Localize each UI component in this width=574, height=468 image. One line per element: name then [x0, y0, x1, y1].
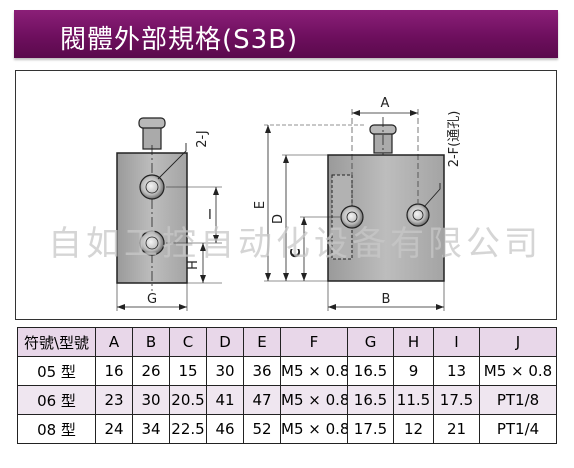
table-cell: M5 × 0.8 — [280, 385, 348, 415]
table-cell: 26 — [132, 356, 170, 386]
table-cell: 17.5 — [433, 385, 480, 415]
table-cell: 11.5 — [393, 385, 434, 415]
header-cell: 符號\型號 — [17, 327, 96, 357]
header-cell: E — [243, 327, 281, 357]
table-cell: 16.5 — [347, 385, 394, 415]
table-cell: 16.5 — [347, 356, 394, 386]
header-cell: F — [280, 327, 348, 357]
header-cell: A — [95, 327, 133, 357]
table-cell: 21 — [433, 414, 480, 444]
table-cell: 30 — [132, 385, 170, 415]
header-cell: C — [169, 327, 207, 357]
table-row: 06 型 23 30 20.5 41 47 M5 × 0.8 16.5 11.5… — [17, 385, 557, 415]
table-cell: 9 — [393, 356, 434, 386]
table-cell: 30 — [206, 356, 244, 386]
table-cell: M5 × 0.8 — [280, 414, 348, 444]
table-cell: 13 — [433, 356, 480, 386]
spec-table: 符號\型號 A B C D E F G H I J 05 型 16 26 15 … — [17, 327, 557, 444]
table-cell: 17.5 — [347, 414, 394, 444]
label-e: E — [253, 201, 268, 209]
label-d: D — [271, 214, 286, 224]
table-cell: 20.5 — [169, 385, 207, 415]
right-port-center — [340, 205, 364, 229]
table-cell: 06 型 — [17, 385, 96, 415]
table-cell: 46 — [206, 414, 244, 444]
table-cell: 05 型 — [17, 356, 96, 386]
table-cell: 15 — [169, 356, 207, 386]
label-2f: 2-F(通孔) — [447, 111, 462, 168]
label-g: G — [147, 292, 157, 307]
right-view: A 2-F(通孔) E D C — [253, 96, 462, 311]
label-b: B — [382, 292, 391, 307]
table-cell: 36 — [243, 356, 281, 386]
label-h: H — [186, 260, 201, 270]
table-cell: PT1/8 — [479, 385, 557, 415]
left-view: 2-J I H G — [116, 117, 222, 311]
technical-drawing-frame: 2-J I H G — [15, 70, 557, 320]
left-port-lower — [139, 230, 165, 256]
header-cell: H — [393, 327, 434, 357]
table-cell: 47 — [243, 385, 281, 415]
table-cell: 41 — [206, 385, 244, 415]
table-cell: PT1/4 — [479, 414, 557, 444]
table-cell: 34 — [132, 414, 170, 444]
table-cell: 24 — [95, 414, 133, 444]
table-cell: 08 型 — [17, 414, 96, 444]
table-row: 05 型 16 26 15 30 36 M5 × 0.8 16.5 9 13 M… — [17, 356, 557, 386]
header-cell: G — [347, 327, 394, 357]
page-title: 閥體外部規格(S3B) — [60, 25, 299, 55]
technical-drawing: 2-J I H G — [116, 96, 462, 311]
header-cell: D — [206, 327, 244, 357]
header-cell: B — [132, 327, 170, 357]
table-row: 08 型 24 34 22.5 46 52 M5 × 0.8 17.5 12 2… — [17, 414, 557, 444]
label-2j: 2-J — [195, 130, 210, 148]
table-header-row: 符號\型號 A B C D E F G H I J — [17, 327, 557, 357]
header-cell: I — [433, 327, 480, 357]
right-through-hole — [406, 203, 430, 227]
table-cell: 52 — [243, 414, 281, 444]
label-i: I — [208, 208, 212, 223]
title-banner: 閥體外部規格(S3B) — [14, 10, 558, 58]
left-stem-cap — [138, 117, 166, 129]
table-cell: 12 — [393, 414, 434, 444]
table-cell: 22.5 — [169, 414, 207, 444]
header-cell: J — [479, 327, 557, 357]
table-cell: M5 × 0.8 — [479, 356, 557, 386]
watermark-text: 自如工控自动化设备有限公司 — [48, 224, 542, 264]
table-cell: 23 — [95, 385, 133, 415]
table-cell: M5 × 0.8 — [280, 356, 348, 386]
left-port-upper — [139, 174, 165, 200]
label-a: A — [381, 96, 390, 111]
label-c: C — [289, 248, 304, 258]
table-cell: 16 — [95, 356, 133, 386]
